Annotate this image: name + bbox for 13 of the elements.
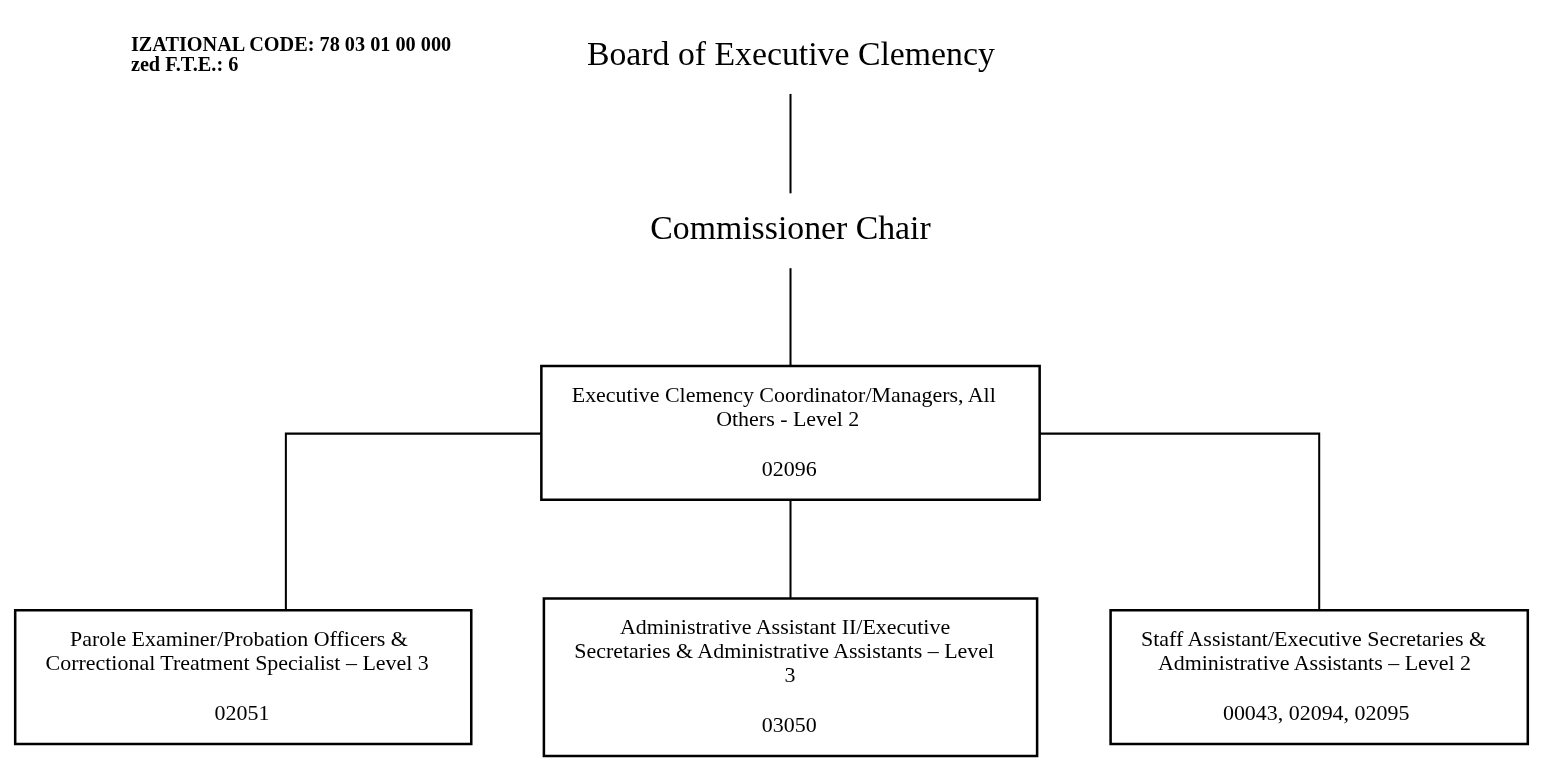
- label: zed F.T.E.: 6: [130, 53, 239, 76]
- node-box: Parole Examiner/Probation Officers & Correctional Treatment Specialist – Level 3 02051: [13, 609, 473, 746]
- node-box: Staff Assistant/Executive Secretaries & Administrative Assistants – Level 2 00043, 02094, 02095: [1109, 609, 1530, 746]
- node-text: Board of Executive Clemency: [586, 35, 995, 73]
- connector: [284, 432, 542, 610]
- node-text: Commissioner Chair: [650, 209, 931, 247]
- node-box: Administrative Assistant II/Executive Secretaries & Administrative Assistants – Level 3 03050: [542, 597, 1039, 758]
- connector: [1040, 432, 1321, 610]
- node-box: Executive Clemency Coordinator/Managers, All Others - Level 2 02096: [540, 364, 1041, 502]
- connector: [789, 93, 792, 194]
- label: IZATIONAL CODE: 78 03 01 00 000: [130, 32, 452, 55]
- connector: [789, 500, 792, 599]
- connector: [789, 268, 792, 366]
